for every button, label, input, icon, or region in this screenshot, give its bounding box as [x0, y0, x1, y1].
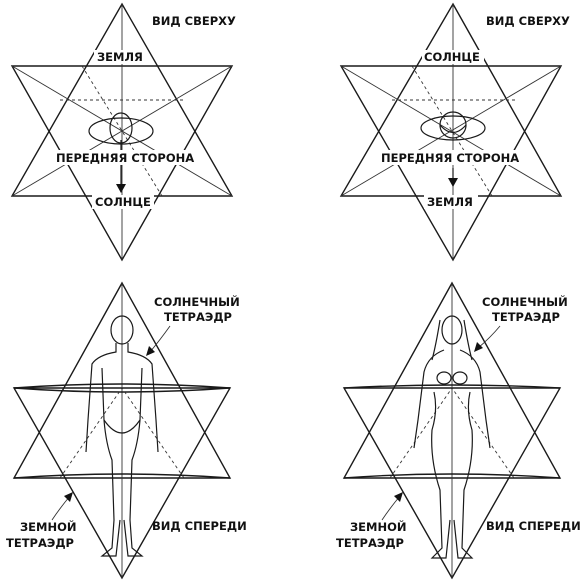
top-right-panel: ВИД СВЕРХУ СОЛНЦЕ ПЕРЕДНЯЯ СТОРОНА ЗЕМЛЯ [339, 2, 570, 262]
bottom-left-panel: СОЛНЕЧНЫЙ ТЕТРАЭДР ЗЕМНОЙ ТЕТРАЭДР ВИД С… [6, 281, 247, 580]
pointer-arrow-icon [146, 346, 155, 356]
earth-tetrahedron-label-line2: ТЕТРАЭДР [336, 536, 404, 550]
earth-tetrahedron-label-line1: ЗЕМНОЙ [20, 519, 77, 534]
view-label: ВИД СВЕРХУ [152, 14, 236, 28]
female-head-top-view [420, 111, 486, 187]
direction-arrow-icon [116, 184, 126, 193]
front-side-label: ПЕРЕДНЯЯ СТОРОНА [381, 151, 519, 165]
view-label: ВИД СВЕРХУ [486, 14, 570, 28]
front-side-label: ПЕРЕДНЯЯ СТОРОНА [56, 151, 194, 165]
back-label: СОЛНЦЕ [424, 50, 480, 64]
star-tetrahedron-front-left [12, 281, 232, 580]
star-tetrahedron-front-right [342, 281, 562, 580]
star-of-david-top-left [10, 2, 234, 262]
sun-tetrahedron-label-line2: ТЕТРАЭДР [492, 310, 560, 324]
view-label: ВИД СПЕРЕДИ [152, 519, 247, 533]
bottom-label: ЗЕМЛЯ [427, 195, 473, 209]
top-left-panel: ВИД СВЕРХУ ЗЕМЛЯ ПЕРЕДНЯЯ СТОРОНА СОЛНЦЕ [10, 2, 236, 262]
direction-arrow-icon [448, 178, 458, 187]
male-figure-front [85, 315, 159, 557]
sun-tetrahedron-label-line1: СОЛНЕЧНЫЙ [154, 294, 240, 309]
bottom-right-panel: СОЛНЕЧНЫЙ ТЕТРАЭДР ЗЕМНОЙ ТЕТРАЭДР ВИД С… [336, 281, 581, 580]
back-label: ЗЕМЛЯ [97, 50, 143, 64]
pointer-arrow-icon [474, 342, 483, 352]
earth-tetrahedron-label-line1: ЗЕМНОЙ [350, 519, 407, 534]
sun-tetrahedron-label-line1: СОЛНЕЧНЫЙ [482, 294, 568, 309]
sun-tetrahedron-label-line2: ТЕТРАЭДР [164, 310, 232, 324]
pointer-arrow-icon [64, 492, 73, 502]
view-label: ВИД СПЕРЕДИ [486, 519, 581, 533]
earth-tetrahedron-label-line2: ТЕТРАЭДР [6, 536, 74, 550]
pointer-arrow-icon [394, 492, 403, 502]
bottom-label: СОЛНЦЕ [95, 195, 151, 209]
female-figure-front [413, 315, 491, 559]
